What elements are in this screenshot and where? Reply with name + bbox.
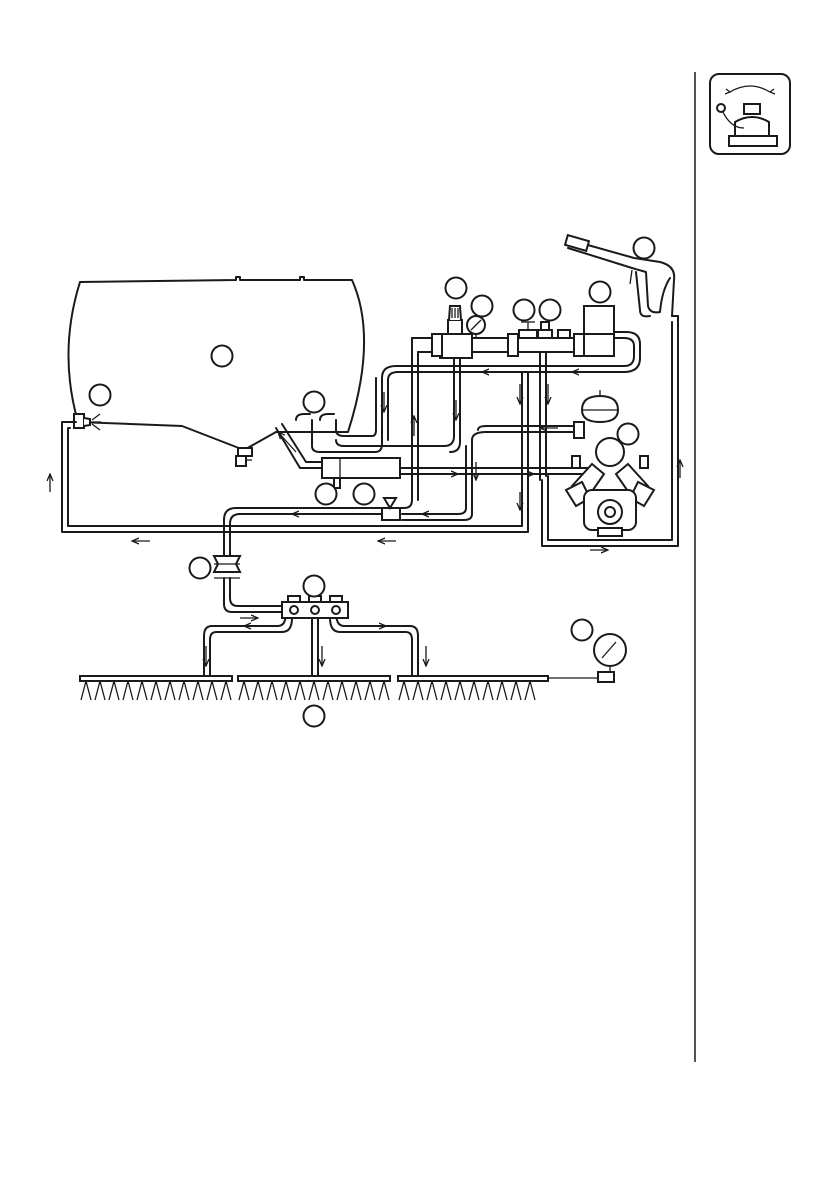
callout-circle: [514, 300, 535, 321]
callout-circle: [354, 484, 375, 505]
nozzle-spray-fans: [81, 681, 535, 700]
callout-circle: [190, 558, 211, 579]
line-tee-connector: [382, 498, 400, 520]
callout-circle: [90, 385, 111, 406]
suction-filter: [322, 458, 400, 478]
callout-circle: [634, 238, 655, 259]
spray-gun: [565, 235, 674, 316]
callout-markers: [90, 238, 655, 727]
filter-drain-valve: [334, 478, 340, 488]
pressure-relief-valve: [440, 306, 472, 358]
callout-circle: [212, 346, 233, 367]
diaphragm-pump: [566, 438, 654, 536]
callout-circle: [618, 424, 639, 445]
boom-pressure-gauge: [594, 634, 626, 682]
callout-circle: [316, 484, 337, 505]
callout-circle: [540, 300, 561, 321]
return-inlet-fittings: [296, 414, 334, 420]
callout-circle: [590, 282, 611, 303]
callout-circle: [446, 278, 467, 299]
callout-circle: [304, 392, 325, 413]
control-unit-box: [584, 306, 614, 356]
control-valve-a: [519, 322, 537, 338]
tank-drain-outlet: [236, 448, 252, 466]
line-filter: [214, 556, 240, 578]
pump-control-lever-icon: [710, 74, 790, 154]
callout-circle: [572, 620, 593, 641]
boom-section-distributor: [282, 596, 348, 618]
spray-boom-sections: [80, 676, 598, 700]
control-valve-b: [538, 322, 552, 338]
callout-circle: [304, 576, 325, 597]
callout-circle: [304, 706, 325, 727]
callout-circle: [472, 296, 493, 317]
manifold-fitting: [558, 330, 570, 338]
tank-agitator-nozzle: [74, 414, 101, 430]
pressure-accumulator: [574, 390, 618, 438]
